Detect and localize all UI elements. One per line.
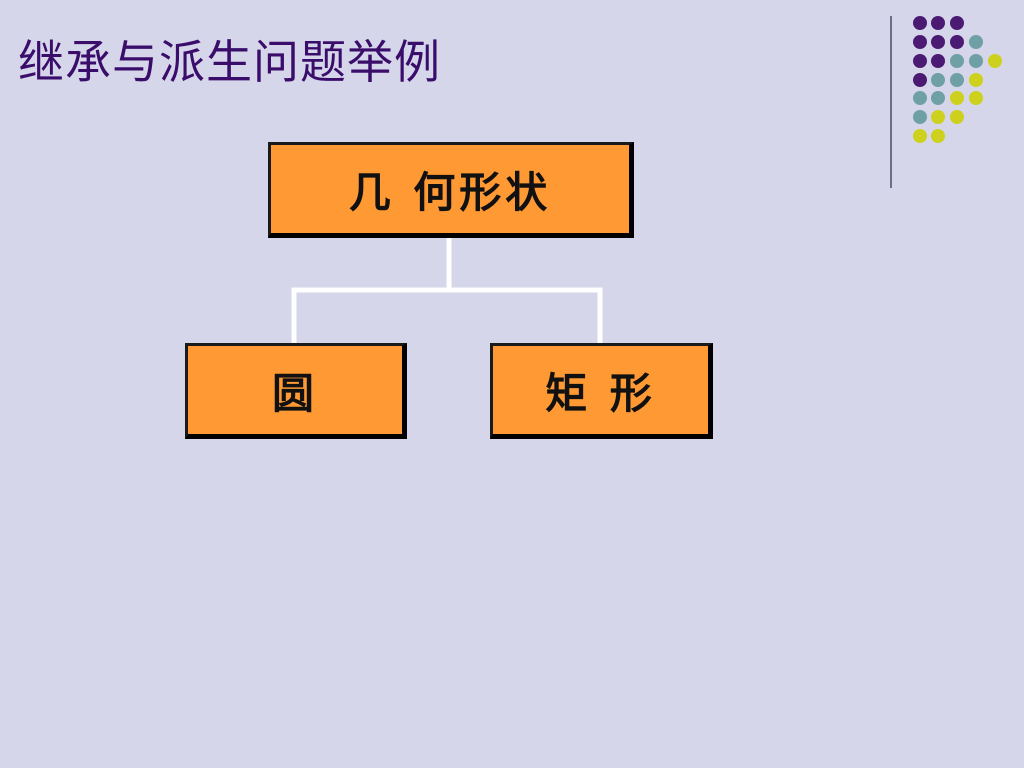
decorative-dot xyxy=(988,54,1002,68)
decorative-dot xyxy=(931,73,945,87)
decorative-dot xyxy=(913,54,927,68)
decorative-dot xyxy=(913,110,927,124)
node-geometric-shape: 几 何形状 xyxy=(268,142,634,238)
decorative-dot xyxy=(950,91,964,105)
decorative-dot xyxy=(931,110,945,124)
decorative-dot xyxy=(931,91,945,105)
decorative-dot xyxy=(969,73,983,87)
node-circle-label: 圆 xyxy=(271,368,318,418)
node-circle: 圆 xyxy=(185,343,407,439)
decorative-dot xyxy=(950,35,964,49)
decorative-dot xyxy=(950,110,964,124)
node-geometric-shape-label: 几 何形状 xyxy=(348,167,552,217)
decorative-dot xyxy=(931,16,945,30)
decorative-dot xyxy=(913,73,927,87)
decorative-dot xyxy=(969,35,983,49)
decorative-dot xyxy=(913,16,927,30)
decorative-divider-line xyxy=(890,16,892,188)
decorative-dot xyxy=(913,129,927,143)
node-rectangle: 矩 形 xyxy=(490,343,713,439)
decorative-dot xyxy=(969,54,983,68)
decorative-dot xyxy=(969,91,983,105)
decorative-dot xyxy=(950,73,964,87)
decorative-dot xyxy=(931,54,945,68)
decorative-dot xyxy=(913,91,927,105)
slide-title: 继承与派生问题举例 xyxy=(18,35,441,89)
decorative-dot xyxy=(950,16,964,30)
node-rectangle-label: 矩 形 xyxy=(545,368,656,418)
decorative-dot xyxy=(950,54,964,68)
decorative-dot xyxy=(931,129,945,143)
decorative-dot xyxy=(913,35,927,49)
decorative-dot xyxy=(931,35,945,49)
